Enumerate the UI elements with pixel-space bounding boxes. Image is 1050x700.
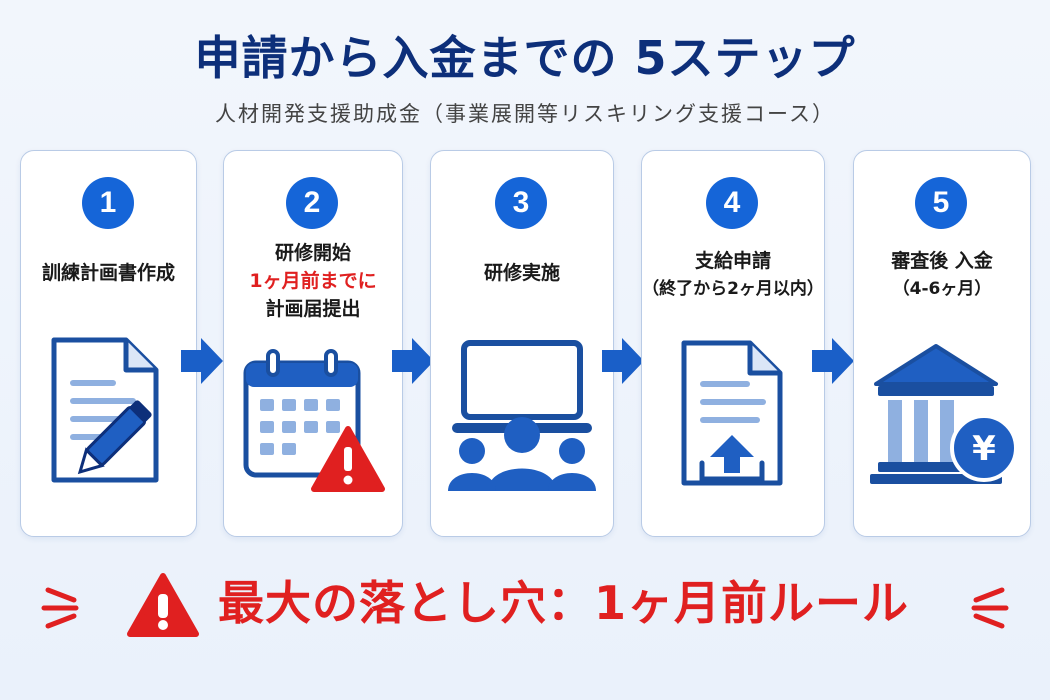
warning-text: 最大の落とし穴：1ヶ月前ルール [218, 576, 910, 630]
step-number-badge: 4 [706, 177, 758, 229]
step-label: 訓練計画書作成 [21, 259, 196, 287]
step-number-badge: 5 [915, 177, 967, 229]
step-subtitle: 計画届提出 [265, 298, 361, 320]
step-label: 審査後 入金 （4-6ヶ月） [854, 247, 1030, 303]
step-number-badge: 2 [286, 177, 338, 229]
calendar-warning-icon [243, 349, 385, 492]
arrow-right-icon [181, 338, 223, 384]
document-pen-icon [51, 337, 159, 483]
step-label: 研修開始 1ヶ月前までに 計画届提出 [224, 239, 402, 323]
arrow-right-icon [602, 338, 644, 384]
step-card-2: 2 研修開始 1ヶ月前までに 計画届提出 [223, 150, 403, 537]
step-card-4: 4 支給申請 （終了から2ヶ月以内） [641, 150, 825, 537]
step-note: （終了から2ヶ月以内） [642, 279, 824, 299]
warning-banner: 最大の落とし穴：1ヶ月前ルール [0, 570, 1050, 640]
svg-text:¥: ¥ [972, 429, 996, 469]
step-label: 支給申請 （終了から2ヶ月以内） [642, 247, 824, 303]
page-title: 申請から入金までの 5ステップ [194, 31, 856, 85]
step-title: 研修開始 [274, 242, 351, 264]
step-label: 研修実施 [431, 259, 613, 287]
arrow-right-icon [392, 338, 434, 384]
step-number-badge: 3 [495, 177, 547, 229]
page-subtitle: 人材開発支援助成金（事業展開等リスキリング支援コース） [215, 102, 835, 126]
warning-triangle-icon [127, 573, 199, 637]
bank-yen-icon: ¥ [870, 344, 1018, 484]
document-upload-icon [681, 340, 783, 486]
training-audience-icon [448, 340, 596, 491]
step-deadline-warning: 1ヶ月前までに [249, 270, 377, 292]
step-title: 研修実施 [483, 262, 560, 284]
step-card-1: 1 訓練計画書作成 [20, 150, 197, 537]
step-card-3: 3 研修実施 [430, 150, 614, 537]
burst-lines-left-icon [41, 587, 79, 629]
step-title: 支給申請 [694, 250, 771, 272]
step-number-badge: 1 [82, 177, 134, 229]
arrow-right-icon [812, 338, 854, 384]
step-card-5: 5 審査後 入金 （4-6ヶ月） ¥ [853, 150, 1031, 537]
burst-lines-right-icon [971, 587, 1009, 629]
step-title: 訓練計画書作成 [41, 262, 175, 284]
step-note: （4-6ヶ月） [892, 279, 992, 299]
step-title: 審査後 入金 [891, 250, 993, 272]
